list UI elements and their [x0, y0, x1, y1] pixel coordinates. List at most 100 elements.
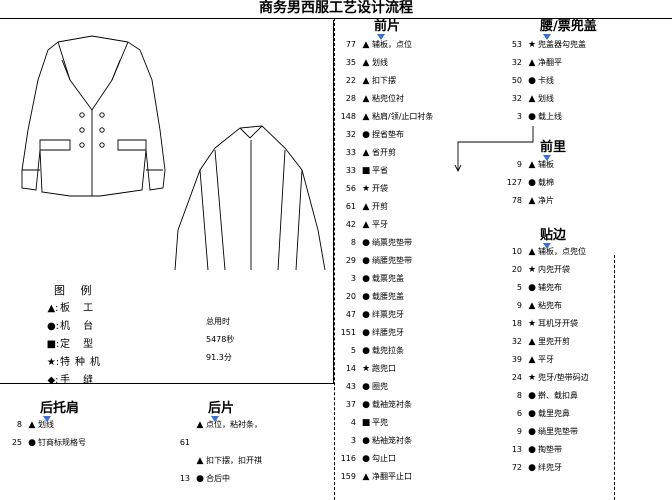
operation-label: 平省 [372, 166, 388, 175]
legend-label: 特种机 [60, 357, 105, 368]
operation-symbol: ● [528, 409, 536, 419]
time-seconds: 53 [511, 40, 522, 49]
time-seconds: 9 [516, 160, 522, 169]
time-seconds: 22 [345, 76, 356, 85]
time-seconds: 3 [516, 112, 522, 121]
process-row: 116●勾止口 [334, 450, 433, 468]
process-row: 33▲省开剪 [334, 144, 433, 162]
operation-label: 载里兜鼻 [538, 409, 570, 418]
time-seconds: 25 [11, 438, 22, 447]
operation-symbol: ★ [527, 373, 537, 383]
operation-symbol: ● [362, 292, 370, 302]
operation-symbol: ● [528, 427, 536, 437]
time-seconds: 3 [350, 274, 356, 283]
time-seconds: 20 [345, 292, 356, 301]
operation-symbol: ■ [361, 166, 371, 176]
operation-symbol: ● [362, 346, 370, 356]
operation-label: 划线 [38, 420, 54, 429]
operation-symbol: ● [362, 454, 370, 464]
process-row: 32▲里兜开剪 [500, 333, 589, 351]
process-row: 37●载袖笼衬条 [334, 396, 433, 414]
time-seconds: 5 [350, 346, 356, 355]
operation-symbol: ▲ [362, 472, 370, 482]
section-front-title: 前片 [374, 19, 401, 34]
operation-label: 净翻平 [538, 58, 562, 67]
legend-symbol: ◆: [47, 375, 59, 386]
operation-label: 绱腰兜垫带 [372, 256, 412, 265]
time-seconds: 32 [345, 130, 356, 139]
section-back-title: 后片 [208, 401, 235, 416]
operation-symbol: ▲ [528, 301, 536, 311]
time-seconds: 8 [350, 238, 356, 247]
process-row: 32▲划线 [500, 90, 586, 108]
legend-items: ▲:板 工●:机 台■:定 型★:特种机◆:手 缝 [46, 300, 105, 390]
operation-label: 划线 [372, 58, 388, 67]
process-row: 25●钉商标规格号 [0, 434, 86, 452]
process-row: ▲点位，粘衬条， [168, 416, 262, 434]
operation-symbol: ★ [527, 265, 537, 275]
operation-symbol: ● [528, 391, 536, 401]
process-row: 29●绱腰兜垫带 [334, 252, 433, 270]
time-seconds: 20 [511, 265, 522, 274]
operation-symbol: ▲ [362, 76, 370, 86]
process-row: ▲扣下摆，扣开祺 [168, 452, 262, 470]
operation-symbol: ● [528, 178, 536, 188]
operation-label: 省开剪 [372, 148, 396, 157]
process-row: 32 ▲净翻平 [500, 54, 586, 72]
time-seconds: 13 [179, 474, 190, 483]
time-seconds: 8 [516, 391, 522, 400]
operation-symbol: ▲ [362, 148, 370, 158]
process-row: 3●粘袖笼衬条 [334, 432, 433, 450]
operation-label: 平兜 [372, 418, 388, 427]
column-divider-right [614, 255, 615, 500]
time-seconds: 61 [345, 202, 356, 211]
operation-label: 载兜拉条 [372, 346, 404, 355]
operation-label: 勾止口 [372, 454, 396, 463]
operation-symbol: ▲ [528, 58, 536, 68]
operation-symbol: ● [362, 256, 370, 266]
operation-symbol: ▲ [528, 94, 536, 104]
process-row: 8●擀、载扣鼻 [500, 387, 589, 405]
operation-label: 净翻平止口 [372, 472, 412, 481]
time-seconds: 32 [511, 58, 522, 67]
operation-symbol: ▲ [528, 247, 536, 257]
time-seconds: 5 [516, 283, 522, 292]
operation-label: 钉商标规格号 [38, 438, 86, 447]
operation-symbol: ● [362, 238, 370, 248]
time-seconds: 50 [511, 76, 522, 85]
time-seconds: 56 [345, 184, 356, 193]
process-row: 28▲粘兜位衬 [334, 90, 433, 108]
operation-symbol: ● [362, 310, 370, 320]
process-row: 6 ●载里兜鼻 [500, 405, 589, 423]
time-seconds: 4 [350, 418, 356, 427]
operation-symbol: ▲ [28, 420, 36, 430]
operation-symbol: ● [362, 400, 370, 410]
legend-symbol: ●: [46, 321, 60, 332]
time-seconds: 72 [511, 463, 522, 472]
operation-label: 合后中 [206, 474, 230, 483]
process-row: 33■平省 [334, 162, 433, 180]
operation-label: 掏垫带 [538, 445, 562, 454]
operation-label: 开剪 [372, 202, 388, 211]
time-seconds: 9 [516, 427, 522, 436]
process-row: 10▲辅板，点兜位 [500, 243, 589, 261]
time-seconds: 148 [340, 112, 356, 121]
total-time-seconds: 5478秒 [206, 335, 235, 344]
legend-item: ●:机 台 [46, 318, 105, 336]
operation-label: 粘袖笼衬条 [372, 436, 412, 445]
back-shoulder-down-arrow [43, 416, 51, 422]
time-seconds: 32 [511, 337, 522, 346]
process-row: 72●绊兜牙 [500, 459, 589, 477]
legend-label: 板 工 [60, 303, 99, 314]
operation-label: 绊兜牙 [538, 463, 562, 472]
section-back-shoulder-title: 后托肩 [40, 401, 80, 416]
time-seconds: 6 [516, 409, 522, 418]
operation-symbol: ● [528, 445, 536, 455]
process-row: 5 ●载兜拉条 [334, 342, 433, 360]
operation-symbol: ● [528, 112, 536, 122]
process-row: 78▲净片 [500, 192, 554, 210]
operation-label: 扣下摆，扣开祺 [206, 456, 262, 465]
total-time-label: 总用时 [206, 317, 230, 326]
